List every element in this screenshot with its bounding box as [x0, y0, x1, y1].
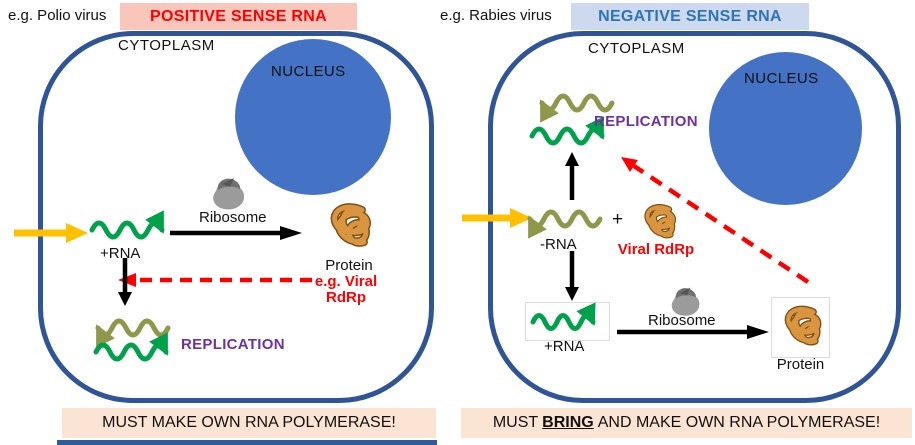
left-replication-label: REPLICATION — [181, 336, 285, 353]
right-viral-rdrp-label: Viral RdRp — [617, 241, 695, 258]
right-nucleus — [709, 52, 862, 205]
left-translation-arrow-icon — [170, 226, 302, 240]
right-minus-rna-label: -RNA — [540, 236, 577, 253]
right-replication-step-arrow-icon — [565, 152, 579, 200]
right-plus-rna-label: +RNA — [544, 338, 585, 355]
left-rdrp-note-line2: RdRp — [326, 289, 366, 306]
right-footer-emphasis: BRING — [542, 414, 594, 431]
right-translation-arrow-icon — [617, 325, 769, 339]
left-rdrp-feedback-arrow-icon — [118, 273, 312, 287]
right-viral-rdrp-icon — [644, 204, 677, 239]
left-protein-icon — [330, 203, 371, 247]
right-protein-icon — [784, 305, 822, 346]
right-footer-banner: MUST BRING AND MAKE OWN RNA POLYMERASE! — [461, 408, 912, 438]
right-minus-rna-wave-icon — [527, 209, 603, 239]
right-replication-label: REPLICATION — [594, 113, 698, 130]
bottom-blue-strip — [57, 440, 437, 445]
right-example-label: e.g. Rabies virus — [440, 7, 552, 24]
positive-sense-banner: POSITIVE SENSE RNA — [120, 3, 357, 30]
left-protein-label: Protein — [325, 257, 373, 274]
right-nucleus-label: NUCLEUS — [744, 70, 819, 87]
right-plus-rna-wave-icon — [530, 302, 596, 331]
left-rdrp-note-line1: e.g. Viral — [314, 273, 378, 290]
right-footer-prefix: MUST — [492, 414, 539, 431]
left-replication-step-arrow-icon — [118, 258, 132, 306]
right-replicated-plus-strand-icon — [529, 116, 605, 146]
left-virus-entry-arrow-icon — [14, 223, 88, 243]
right-plus-rna-box — [525, 302, 610, 341]
right-virus-entry-arrow-icon — [462, 208, 532, 228]
right-transcription-step-arrow-icon — [565, 251, 579, 301]
right-plus-sign: + — [612, 209, 624, 230]
right-ribosome-icon — [671, 287, 700, 316]
left-replicated-plus-strand-icon — [93, 332, 169, 362]
left-nucleus-label: NUCLEUS — [271, 63, 346, 80]
right-footer-suffix: AND MAKE OWN RNA POLYMERASE! — [597, 414, 881, 431]
left-nucleus — [235, 39, 391, 195]
right-protein-label: Protein — [776, 356, 825, 373]
left-rdrp-note: e.g. Viral RdRp — [306, 274, 386, 306]
left-replicated-minus-strand-icon — [95, 318, 171, 348]
right-replicated-minus-strand-icon — [539, 93, 615, 123]
left-plus-rna-label: +RNA — [100, 245, 141, 262]
left-footer-banner: MUST MAKE OWN RNA POLYMERASE! — [62, 408, 436, 438]
left-plus-rna-wave-icon — [89, 210, 165, 240]
right-rdrp-feedback-arrow-icon — [621, 157, 810, 284]
right-ribosome-label: Ribosome — [648, 312, 716, 329]
left-ribosome-icon — [213, 178, 245, 210]
left-example-label: e.g. Polio virus — [8, 7, 107, 24]
right-cytoplasm-label: CYTOPLASM — [588, 40, 685, 57]
left-ribosome-label: Ribosome — [199, 209, 267, 226]
left-cytoplasm-label: CYTOPLASM — [118, 37, 215, 54]
negative-sense-banner: NEGATIVE SENSE RNA — [571, 3, 809, 30]
